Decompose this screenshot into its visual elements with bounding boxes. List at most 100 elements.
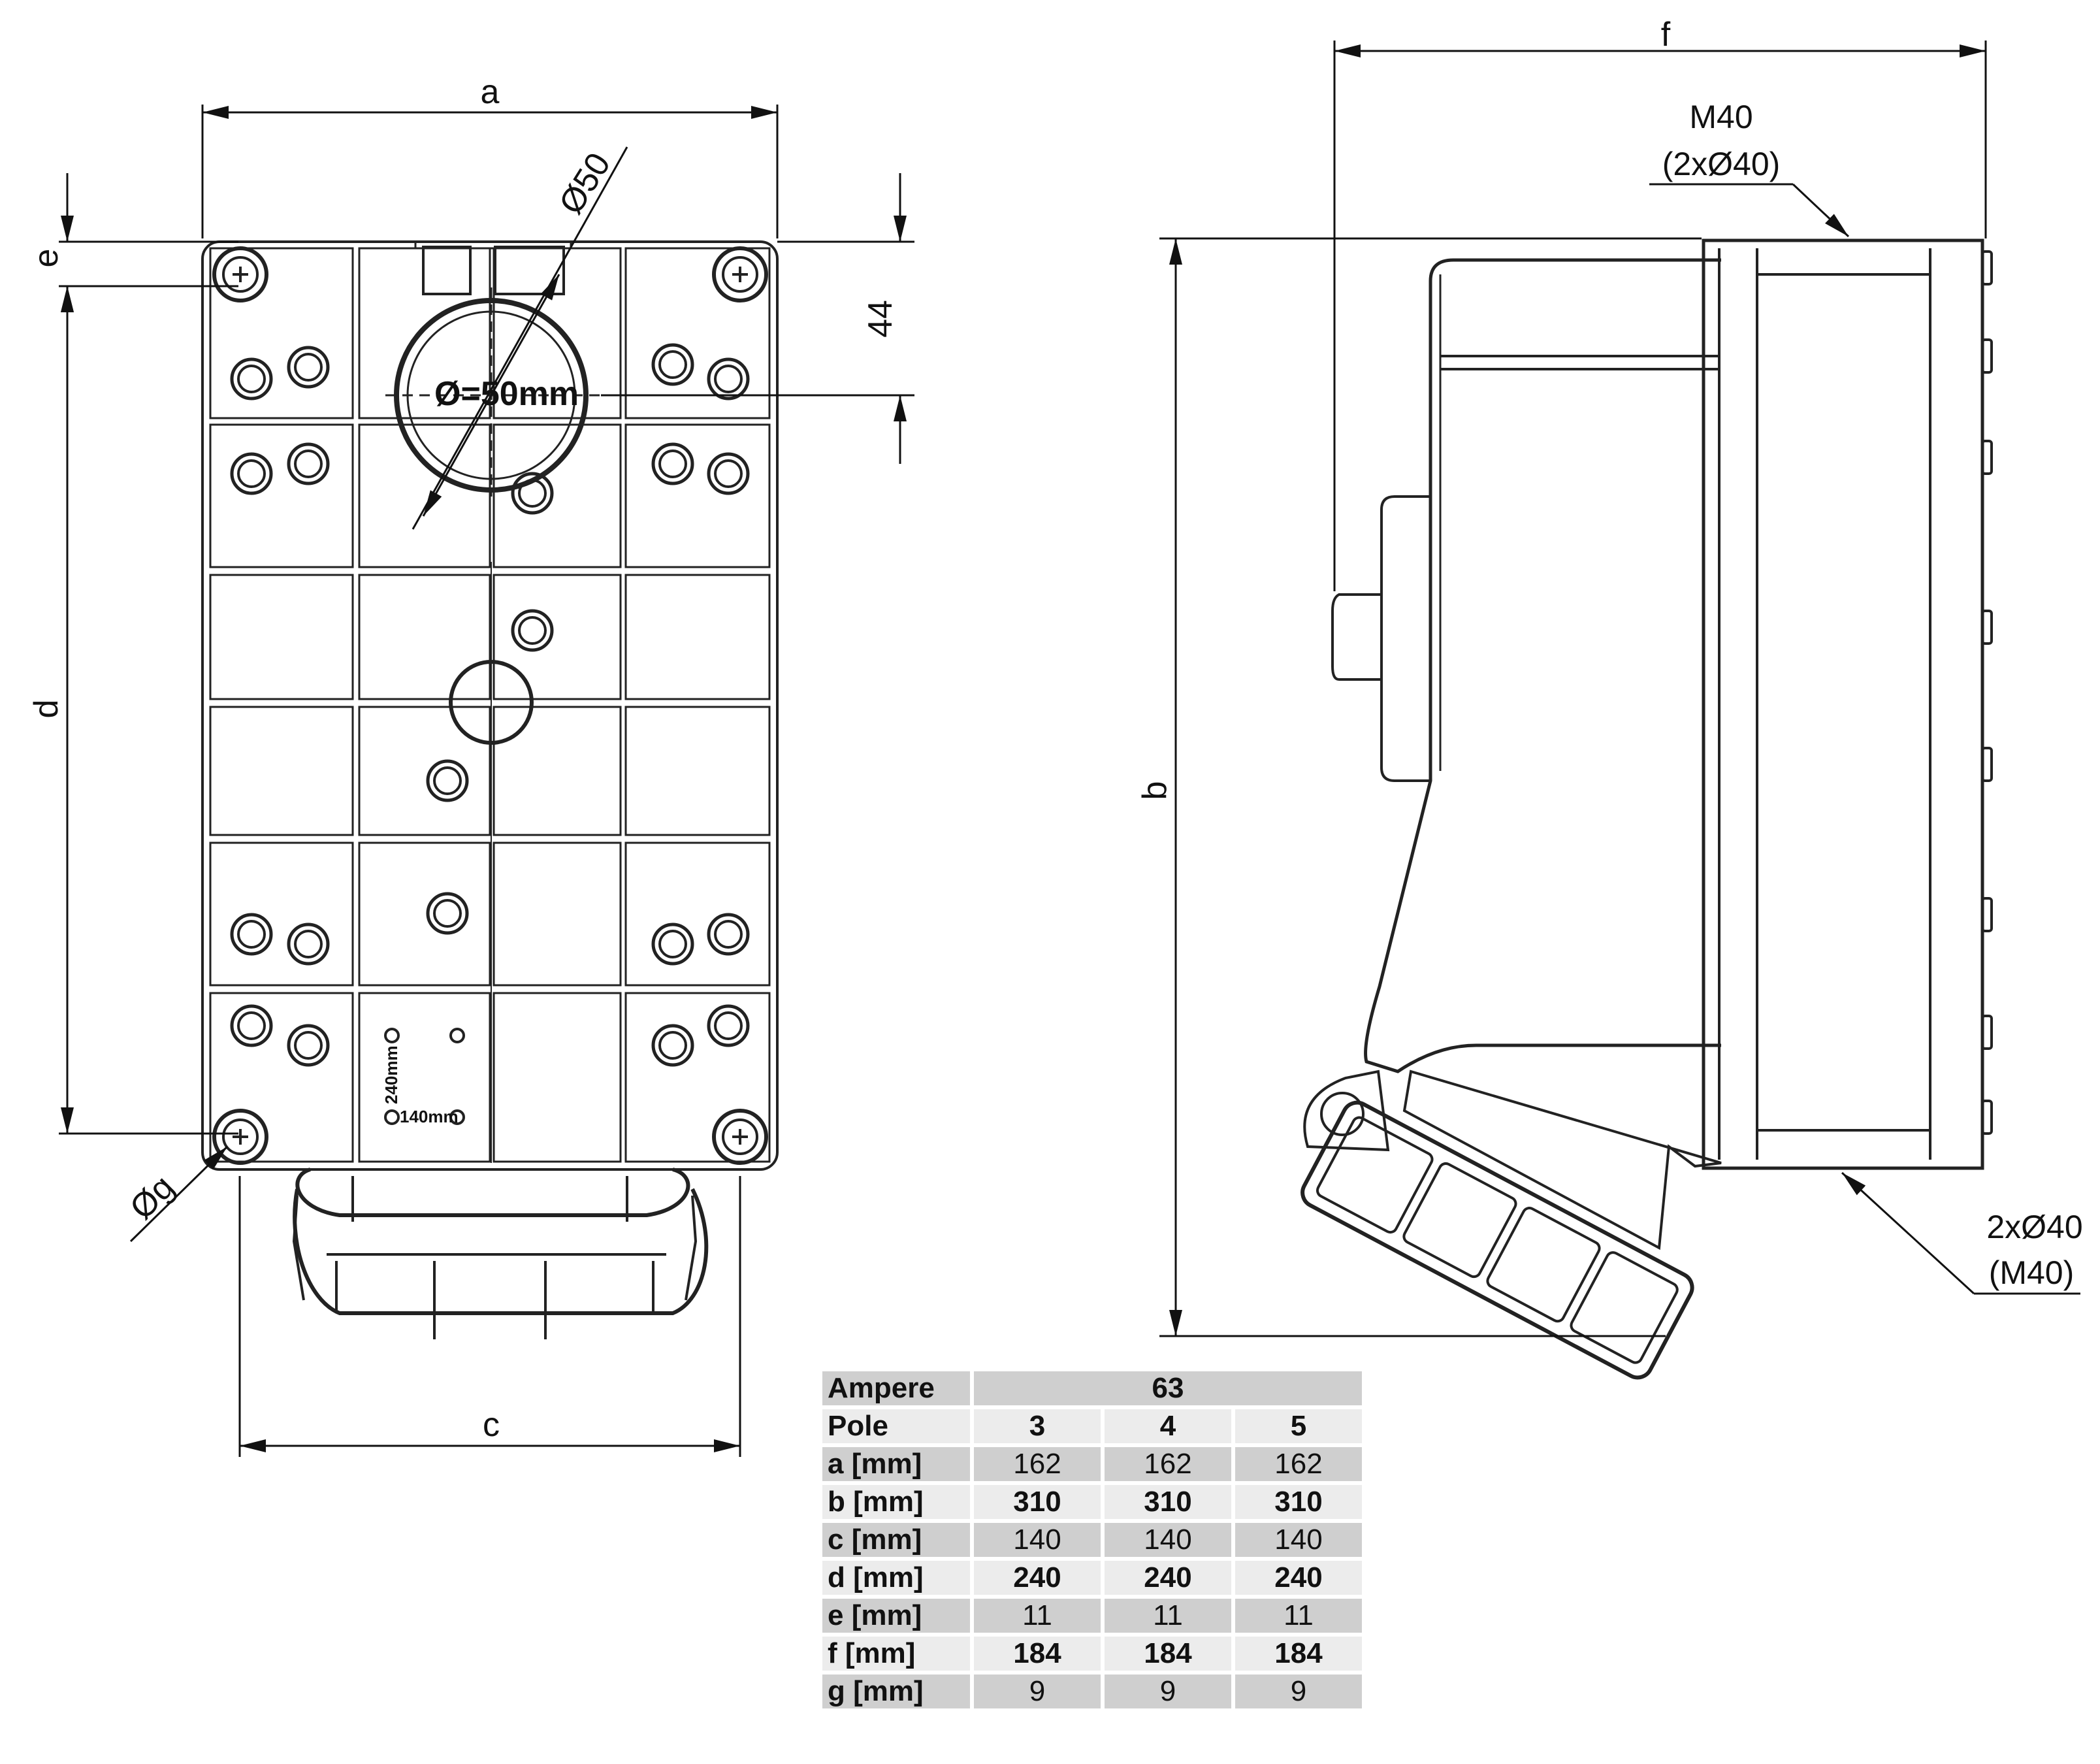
knockout-icon [707, 913, 750, 956]
cover-screw-icon [1981, 747, 1993, 782]
front-dimensions [59, 105, 914, 1457]
table-cell: 184 [1105, 1637, 1231, 1671]
knockout-holes [230, 343, 750, 1067]
socket-front [292, 1168, 709, 1339]
table-cell: 310 [974, 1485, 1101, 1519]
table-cell: 11 [1105, 1599, 1231, 1633]
dim-b-label: b [1136, 781, 1174, 800]
dim-f-label: f [1661, 16, 1671, 54]
knockout-icon [426, 892, 469, 935]
knockout-icon [426, 759, 469, 802]
table-cell: 310 [1105, 1485, 1231, 1519]
row-label: f [mm] [822, 1637, 970, 1671]
row-label: a [mm] [822, 1447, 970, 1481]
dim-g-label: Øg [123, 1168, 182, 1227]
wall-mount-boss [1380, 495, 1430, 782]
table-cell: 310 [1235, 1485, 1362, 1519]
table-cell: 9 [1105, 1674, 1231, 1708]
knockout-icon [230, 913, 273, 956]
top-callout-line1: M40 [1689, 99, 1753, 135]
cover-screws-side [1981, 250, 1993, 1135]
table-cell: 140 [974, 1523, 1101, 1557]
table-cell: 162 [1105, 1447, 1231, 1481]
table-cell: 184 [974, 1637, 1101, 1671]
knockout-icon [651, 923, 694, 966]
spacing-240-label: 240mm [381, 1045, 401, 1104]
knockout-icon [230, 1004, 273, 1047]
table-cell: 240 [1235, 1561, 1362, 1595]
cover-screw-icon [1981, 250, 1993, 286]
socket-lid [1300, 1100, 1694, 1380]
table-cell: 162 [974, 1447, 1101, 1481]
knockout-icon [707, 1004, 750, 1047]
hole-label: Ø=50mm [434, 375, 579, 413]
row-label: g [mm] [822, 1674, 970, 1708]
spacing-140-label: 140mm [400, 1107, 459, 1126]
cover-screw-icon [1981, 897, 1993, 932]
socket-side [1402, 1070, 1722, 1250]
cover-screw-icon [1981, 1015, 1993, 1050]
table-cell: 9 [974, 1674, 1101, 1708]
row-label: d [mm] [822, 1561, 970, 1595]
table-cell: 140 [1105, 1523, 1231, 1557]
dim-c-label: c [483, 1406, 500, 1444]
table-cell: 240 [974, 1561, 1101, 1595]
cover-flange [1702, 238, 1984, 1170]
row-label: b [mm] [822, 1485, 970, 1519]
table-cell: 240 [1105, 1561, 1231, 1595]
bottom-callout-line1: 2xØ40 [1986, 1209, 2082, 1245]
screw-icon [212, 1109, 268, 1165]
table-cell: 4 [1105, 1409, 1231, 1443]
cover-screw-icon [1981, 610, 1993, 645]
knockout-icon [230, 452, 273, 495]
row-label: Ampere [822, 1371, 970, 1405]
top-tab-right [494, 246, 565, 295]
side-view [1300, 238, 1993, 1380]
screw-icon [712, 246, 768, 302]
table-cell: 162 [1235, 1447, 1362, 1481]
knockout-icon [287, 1024, 330, 1067]
mounting-screws [212, 246, 768, 1165]
knockout-icon [707, 452, 750, 495]
top-tab-left [422, 246, 472, 295]
screw-icon [212, 246, 268, 302]
dim-a-label: a [481, 73, 500, 111]
table-cell: 9 [1235, 1674, 1362, 1708]
table-cell: 3 [974, 1409, 1101, 1443]
table-cell: 5 [1235, 1409, 1362, 1443]
top-callout-line2: (2xØ40) [1662, 146, 1781, 182]
dim-d-label: d [27, 700, 65, 719]
row-label: c [mm] [822, 1523, 970, 1557]
knockout-icon [651, 442, 694, 485]
table-cell: 11 [974, 1599, 1101, 1633]
table-cell: 184 [1235, 1637, 1362, 1671]
knockout-icon [287, 923, 330, 966]
bottom-callout-line2: (M40) [1989, 1254, 2075, 1291]
knockout-icon [651, 343, 694, 386]
knockout-icon [651, 1024, 694, 1067]
front-view [201, 240, 779, 1339]
table-cell: 63 [974, 1371, 1362, 1405]
table-cell: 140 [1235, 1523, 1362, 1557]
cover-screw-icon [1981, 1100, 1993, 1135]
front-grid [209, 247, 771, 1163]
knockout-icon [287, 346, 330, 389]
knockout-icon [511, 609, 554, 652]
screw-icon [712, 1109, 768, 1165]
knockout-icon [707, 357, 750, 400]
dim-44-label: 44 [862, 300, 899, 338]
dim-phi50-label: Ø50 [552, 146, 618, 221]
row-label: e [mm] [822, 1599, 970, 1633]
cover-screw-icon [1981, 338, 1993, 374]
knockout-icon [287, 442, 330, 485]
cover-screw-icon [1981, 440, 1993, 475]
